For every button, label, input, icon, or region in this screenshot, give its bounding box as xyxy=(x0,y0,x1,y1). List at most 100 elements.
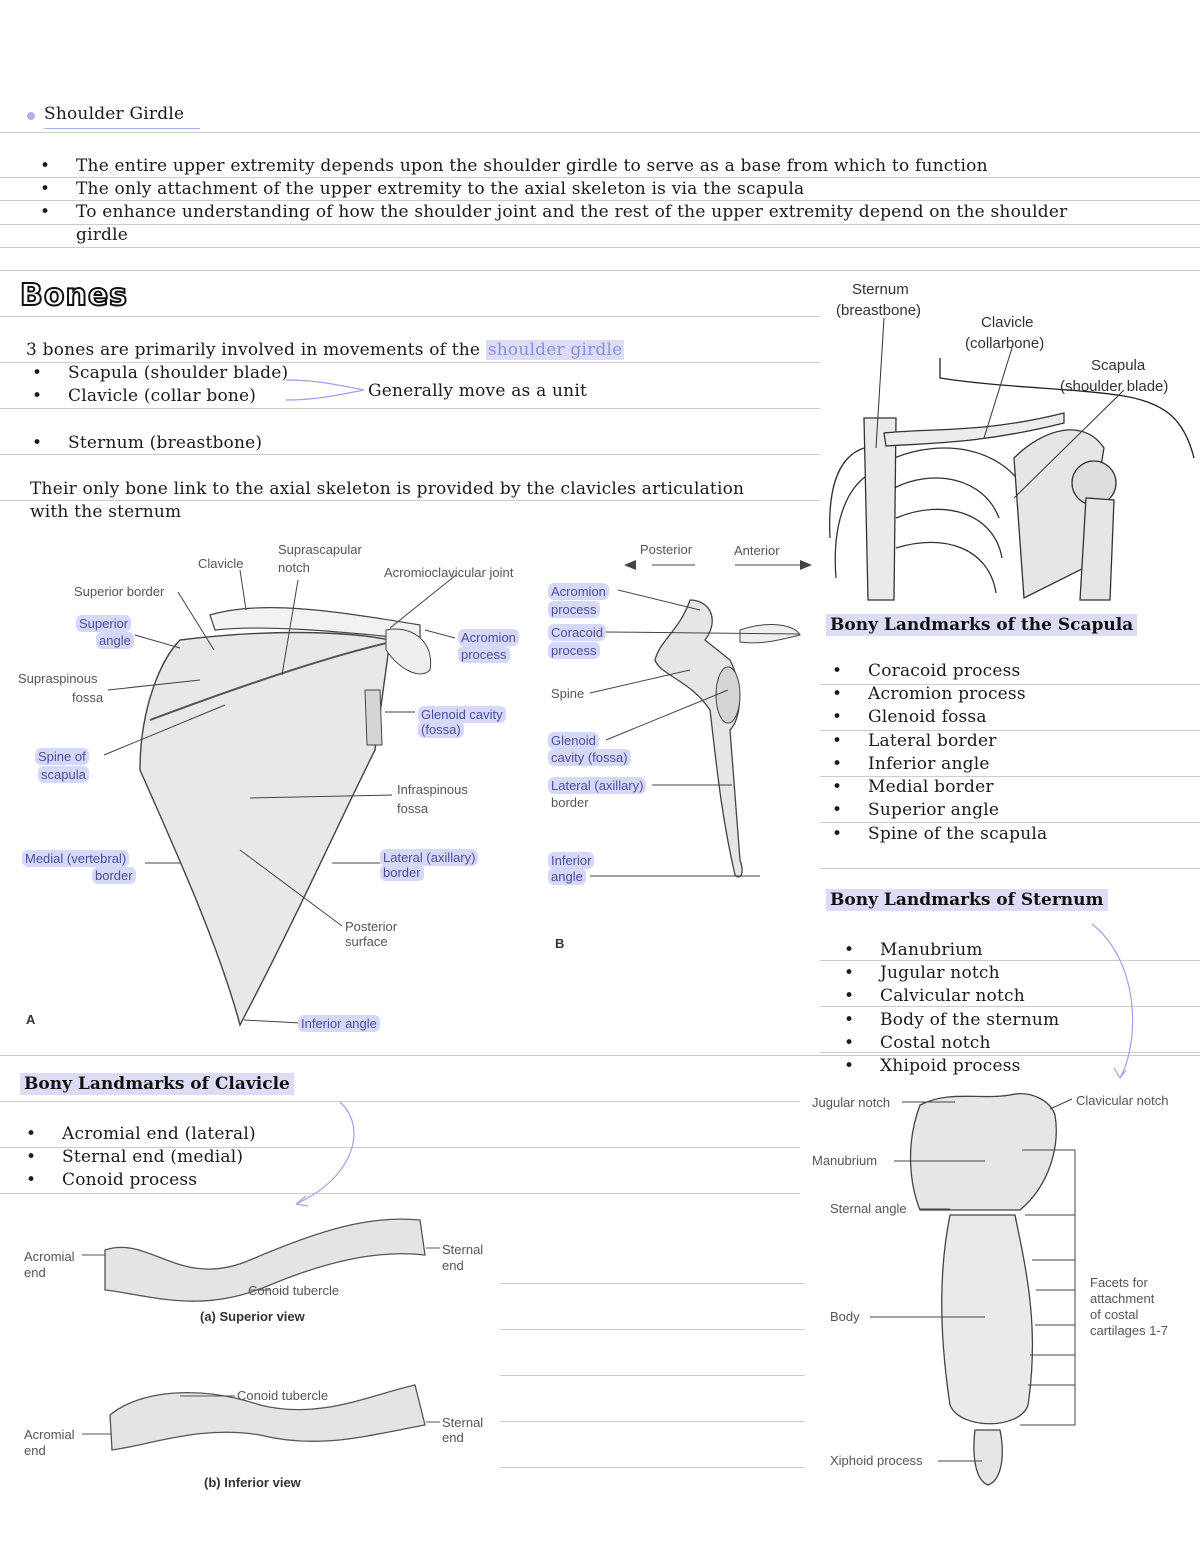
list-item: •Superior angle xyxy=(868,800,1047,824)
list-item: •Acromial end (lateral) xyxy=(62,1124,256,1147)
list-item: •Lateral border xyxy=(868,731,1047,754)
clavicle-inferior-caption: (b) Inferior view xyxy=(204,1474,301,1491)
label-infraspinous-2: fossa xyxy=(397,800,428,817)
list-item: •Costal notch xyxy=(880,1033,1059,1056)
thorax-label-sternum: Sternum xyxy=(852,281,909,298)
clavicle-sternal-b-2: end xyxy=(442,1429,464,1446)
list-item: •To enhance understanding of how the sho… xyxy=(76,202,1067,225)
clavicle-acromial-b-2: end xyxy=(24,1442,46,1459)
clavicle-conoid-inferior: Conoid tubercle xyxy=(237,1387,328,1404)
label-ac-joint: Acromioclavicular joint xyxy=(384,564,513,581)
list-item: •Sternal end (medial) xyxy=(62,1147,256,1170)
thorax-label-breastbone: (breastbone) xyxy=(836,302,921,319)
list-item: •Clavicle (collar bone) xyxy=(68,386,288,433)
label-superior-angle-2: angle xyxy=(96,632,134,649)
label-b-inferior-1: Inferior xyxy=(548,852,594,869)
label-b-lateral-2: border xyxy=(551,794,589,811)
thorax-label-shoulder-blade: (shoulder blade) xyxy=(1060,378,1168,395)
sternum-label-jugular: Jugular notch xyxy=(812,1094,890,1111)
sternum-label-clavicular: Clavicular notch xyxy=(1076,1092,1169,1109)
label-spine-1: Spine of xyxy=(35,748,89,765)
label-acromion-1: Acromion xyxy=(458,629,519,646)
list-item: •Inferior angle xyxy=(868,754,1047,777)
label-inferior-angle: Inferior angle xyxy=(298,1015,380,1032)
list-item: •Xhipoid process xyxy=(880,1056,1059,1079)
label-glenoid-2: (fossa) xyxy=(418,721,464,738)
list-item: •Conoid process xyxy=(62,1170,256,1193)
list-item: •The entire upper extremity depends upon… xyxy=(76,156,1067,179)
panel-label-b: B xyxy=(555,935,564,952)
thorax-label-scapula: Scapula xyxy=(1091,357,1145,374)
label-b-acromion-2: process xyxy=(548,601,600,618)
thorax-figure: Sternum (breastbone) Clavicle (collarbon… xyxy=(824,278,1200,600)
thorax-label-collarbone: (collarbone) xyxy=(965,335,1044,352)
sternum-label-facets-2: attachment xyxy=(1090,1290,1154,1307)
label-acromion-2: process xyxy=(458,646,510,663)
label-infraspinous-1: Infraspinous xyxy=(397,781,468,798)
bones-list: •Scapula (shoulder blade) •Clavicle (col… xyxy=(68,363,288,456)
clavicle-acromial-2: end xyxy=(24,1264,46,1281)
bones-intro: 3 bones are primarily involved in moveme… xyxy=(26,340,624,360)
label-superior-border: Superior border xyxy=(74,583,164,600)
label-lateral-2: border xyxy=(380,864,424,881)
section-marker xyxy=(27,112,35,120)
label-b-acromion-1: Acromion xyxy=(548,583,609,600)
list-item: •Sternum (breastbone) xyxy=(68,433,288,456)
label-b-coracoid-2: process xyxy=(548,642,600,659)
label-b-glenoid-2: cavity (fossa) xyxy=(548,749,631,766)
label-suprascapular: Suprascapular xyxy=(278,541,362,558)
sternum-landmarks-list: •Manubrium •Jugular notch •Calvicular no… xyxy=(880,940,1059,1079)
sternum-label-manubrium: Manubrium xyxy=(812,1152,877,1169)
label-b-spine: Spine xyxy=(551,685,584,702)
scapula-landmarks-list: •Coracoid process •Acromion process •Gle… xyxy=(868,661,1047,847)
list-item: •Body of the sternum xyxy=(880,1010,1059,1033)
intro-highlight: shoulder girdle xyxy=(486,340,625,360)
list-item: •Coracoid process xyxy=(868,661,1047,684)
sternum-label-body: Body xyxy=(830,1308,860,1325)
label-superior-angle-1: Superior xyxy=(76,615,131,632)
label-b-posterior: Posterior xyxy=(640,541,692,558)
list-item: •Medial border xyxy=(868,777,1047,800)
sternum-label-xiphoid: Xiphoid process xyxy=(830,1452,923,1469)
sternum-label-facets-4: cartilages 1-7 xyxy=(1090,1322,1168,1339)
list-item-continuation: girdle xyxy=(76,225,1067,248)
section-title: Shoulder Girdle xyxy=(44,104,184,124)
sternum-label-facets-1: Facets for xyxy=(1090,1274,1148,1291)
label-notch: notch xyxy=(278,559,310,576)
clavicle-acromial-b-1: Acromial xyxy=(24,1426,75,1443)
clavicle-landmarks-list: •Acromial end (lateral) •Sternal end (me… xyxy=(62,1124,256,1193)
clavicle-superior-caption: (a) Superior view xyxy=(200,1308,305,1325)
clavicle-sternal-2: end xyxy=(442,1257,464,1274)
sternum-arrow xyxy=(1090,922,1150,1082)
scapula-landmarks-heading: Bony Landmarks of the Scapula xyxy=(826,614,1137,636)
sternum-figure: Jugular notch Clavicular notch Manubrium… xyxy=(810,1085,1200,1495)
label-b-coracoid-1: Coracoid xyxy=(548,624,606,641)
bones-heading: Bones xyxy=(20,278,128,313)
list-item: •The only attachment of the upper extrem… xyxy=(76,179,1067,202)
clavicle-arrow xyxy=(290,1100,370,1210)
clavicle-figure: Acromial end Sternal end Conoid tubercle… xyxy=(20,1210,500,1500)
clavicle-sternal-1: Sternal xyxy=(442,1241,483,1258)
section-title-underline xyxy=(44,128,200,129)
panel-label-a: A xyxy=(26,1011,35,1028)
link-text-1: Their only bone link to the axial skelet… xyxy=(30,479,744,499)
unit-note: Generally move as a unit xyxy=(368,381,587,401)
label-b-inferior-2: angle xyxy=(548,868,586,885)
list-item: •Glenoid fossa xyxy=(868,707,1047,731)
list-item: •Scapula (shoulder blade) xyxy=(68,363,288,386)
scapula-figure: Clavicle Suprascapular notch Acromioclav… xyxy=(0,530,820,1040)
label-clavicle: Clavicle xyxy=(198,555,244,572)
label-b-anterior: Anterior xyxy=(734,542,780,559)
sternum-label-facets-3: of costal xyxy=(1090,1306,1138,1323)
label-medial-1: Medial (vertebral) xyxy=(22,850,129,867)
label-b-lateral-1: Lateral (axillary) xyxy=(548,777,646,794)
list-item: •Jugular notch xyxy=(880,963,1059,986)
list-item: •Calvicular notch xyxy=(880,986,1059,1010)
clavicle-conoid-superior: Conoid tubercle xyxy=(248,1282,339,1299)
link-text-2: with the sternum xyxy=(30,502,181,522)
label-spine-2: scapula xyxy=(38,766,89,783)
sternum-label-angle: Sternal angle xyxy=(830,1200,907,1217)
label-posterior-2: surface xyxy=(345,933,388,950)
label-supraspinous-2: fossa xyxy=(72,689,103,706)
label-b-glenoid-1: Glenoid xyxy=(548,732,599,749)
